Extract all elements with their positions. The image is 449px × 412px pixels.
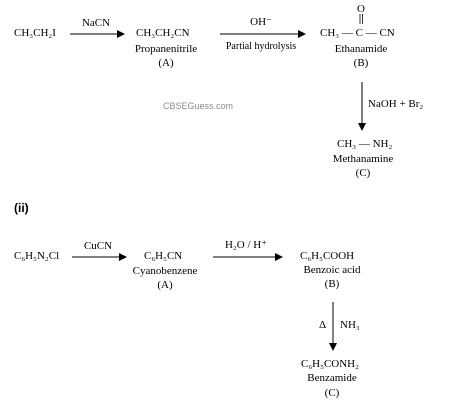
product-a-formula: CH₃CH₂CN [136, 27, 190, 39]
reagent-nacn: NaCN [81, 17, 111, 29]
product-c-label: (C) [355, 167, 371, 179]
product-b-oxygen: O [357, 3, 365, 15]
product-b-name: Ethanamide [334, 43, 388, 55]
product-a-name: Propanenitrile [134, 43, 198, 55]
reagent-water-acid: H₂O / H⁺ [224, 239, 268, 251]
product-a-label: (A) [158, 57, 174, 69]
product-a2-formula: C₆H₅CN [144, 250, 183, 262]
product-b2-name: Benzoic acid [303, 264, 361, 276]
product-a2-label: (A) [157, 279, 173, 291]
reagent-partial-hydrolysis: Partial hydrolysis [225, 41, 297, 52]
reagent-heat: Δ [319, 319, 327, 331]
watermark: CBSEGuess.com [163, 101, 234, 111]
reagent-naoh-br2: NaOH + Br₂ [368, 98, 424, 110]
reactant-benzenediazonium-chloride: C₆H₅N₂Cl [14, 250, 60, 262]
reagent-hydroxide: OH⁻ [250, 16, 272, 28]
product-b-label: (B) [353, 57, 369, 69]
product-a2-name: Cyanobenzene [132, 265, 198, 277]
product-b2-label: (B) [324, 278, 340, 290]
product-c-formula: CH₃ — NH₂ [337, 138, 393, 150]
reagent-ammonia: NH₃ [340, 319, 360, 331]
product-c2-label: (C) [324, 387, 340, 399]
product-c2-formula: C₆H₅CONH₂ [301, 358, 359, 370]
product-b-formula: CH₃ — C — CN [320, 27, 395, 39]
part-ii-heading: (ii) [14, 201, 29, 215]
product-c2-name: Benzamide [307, 372, 357, 384]
product-b2-formula: C₆H₅COOH [300, 250, 355, 262]
product-c-name: Methanamine [332, 153, 394, 165]
reactant-ethyl-iodide: CH₃CH₂I [14, 27, 56, 39]
reagent-cucn: CuCN [83, 240, 113, 252]
